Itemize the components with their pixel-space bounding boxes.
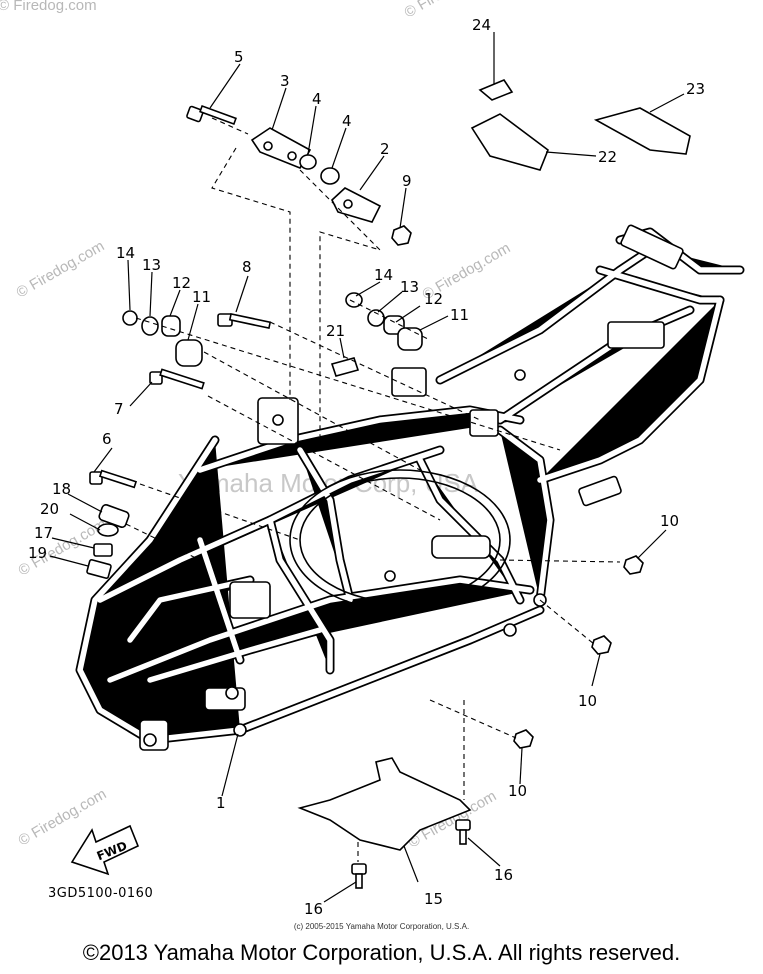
copyright-notice: ©2013 Yamaha Motor Corporation, U.S.A. A… [82, 940, 681, 965]
callout-15: 15 [424, 890, 443, 908]
callout-23: 23 [686, 80, 705, 98]
callout-4: 4 [342, 112, 352, 130]
assembly-lines [125, 117, 621, 862]
callout-9: 9 [402, 172, 412, 190]
callout-14: 14 [116, 244, 135, 262]
callout-10: 10 [508, 782, 527, 800]
pad-22 [470, 113, 549, 171]
washer-13 [367, 309, 385, 327]
fwd-arrow-icon: FWD [70, 824, 140, 876]
callout-11: 11 [192, 288, 211, 306]
bushing-11 [397, 327, 423, 351]
nut-10 [623, 555, 644, 575]
callout-16: 16 [304, 900, 323, 918]
collar-4 [299, 154, 317, 170]
nut-14 [122, 310, 138, 326]
callout-8: 8 [242, 258, 252, 276]
callout-7: 7 [114, 400, 124, 418]
callout-10: 10 [660, 512, 679, 530]
diagram-code: 3GD5100-0160 [48, 886, 154, 901]
callout-11: 11 [450, 306, 469, 324]
bolt-6 [89, 471, 103, 485]
washer-13 [141, 316, 159, 336]
callout-17: 17 [34, 524, 53, 542]
nut-9 [391, 225, 412, 246]
bolt-16 [455, 819, 471, 845]
part-19 [86, 559, 112, 579]
callout-12: 12 [172, 274, 191, 292]
rear-cross-member [607, 321, 665, 349]
bolt-7 [149, 371, 163, 385]
parts: FWD [70, 79, 691, 889]
callout-13: 13 [400, 278, 419, 296]
bushing-11 [175, 339, 203, 367]
skid-plate-15 [297, 757, 472, 851]
collar-4 [320, 167, 340, 185]
callout-3: 3 [280, 72, 290, 90]
clip-24 [478, 79, 514, 101]
nut-10 [513, 729, 534, 749]
frame [80, 224, 740, 751]
callout-4: 4 [312, 90, 322, 108]
callout-16: 16 [494, 866, 513, 884]
bracket-2 [331, 187, 382, 223]
callout-19: 19 [28, 544, 47, 562]
callout-2: 2 [380, 140, 390, 158]
callout-22: 22 [598, 148, 617, 166]
callout-21: 21 [326, 322, 345, 340]
nut-10 [591, 635, 612, 655]
callout-10: 10 [578, 692, 597, 710]
collar-12 [161, 315, 181, 337]
callout-1: 1 [216, 794, 226, 812]
callout-24: 24 [472, 16, 491, 34]
callout-14: 14 [374, 266, 393, 284]
callout-20: 20 [40, 500, 59, 518]
watermark-text: © Firedog.com [0, 0, 97, 14]
bolt-5 [186, 104, 237, 126]
leader-lines [49, 32, 685, 903]
callout-5: 5 [234, 48, 244, 66]
pivot-bracket [431, 535, 491, 559]
bolt-16 [351, 863, 367, 889]
copyright-small: (c) 2005-2015 Yamaha Motor Corporation, … [293, 922, 470, 931]
nut-14 [345, 292, 363, 308]
engine-mount-bracket [391, 367, 427, 397]
callout-13: 13 [142, 256, 161, 274]
watermark-text: © Firedog.com [14, 237, 108, 301]
washer-20 [97, 523, 119, 537]
callout-18: 18 [52, 480, 71, 498]
callout-labels: 5 3 4 4 2 9 14 13 12 11 8 14 13 12 11 21… [28, 16, 705, 918]
label-21 [330, 357, 360, 377]
strap-23 [593, 107, 691, 155]
part-17 [93, 543, 113, 557]
callout-12: 12 [424, 290, 443, 308]
callout-6: 6 [102, 430, 112, 448]
